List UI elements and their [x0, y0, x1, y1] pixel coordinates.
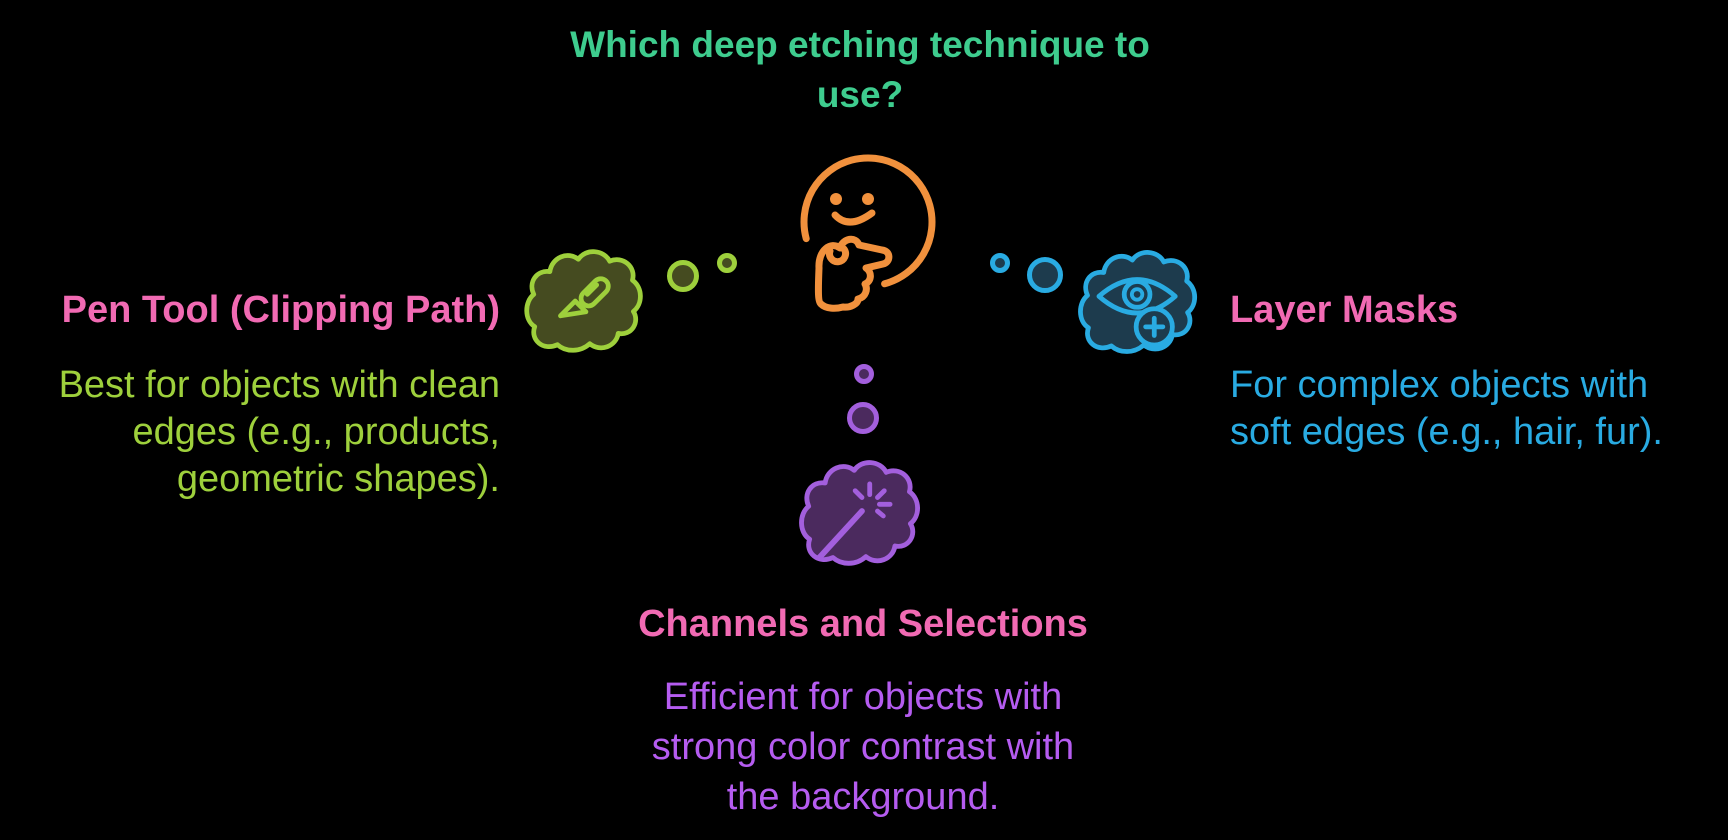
layer-masks-body-line: For complex objects with — [1230, 364, 1649, 406]
channels-body-line: strong color contrast with — [651, 726, 1075, 768]
thought-trail-bubble-green-small — [717, 253, 737, 273]
channels-body-line: the background. — [726, 776, 1000, 818]
layer-masks-body-line: soft edges (e.g., hair, fur). — [1230, 411, 1663, 453]
pen-tool-body-line: geometric shapes). — [176, 458, 500, 500]
face-frown — [831, 209, 876, 226]
channels-body-line: Efficient for objects with — [663, 676, 1063, 718]
title-line-2: use? — [816, 74, 904, 115]
thought-trail-bubble-purple-small — [854, 364, 874, 384]
thinking-face-icon — [800, 154, 936, 312]
layer-masks-thought-cloud — [1078, 250, 1198, 354]
thought-trail-bubble-purple-medium — [847, 402, 879, 434]
pen-tool-heading: Pen Tool (Clipping Path) — [61, 289, 500, 331]
thought-trail-bubble-blue-small — [990, 253, 1010, 273]
branch-layer-masks: Layer Masks For complex objects with sof… — [1230, 288, 1710, 456]
face-outline — [800, 154, 936, 288]
pen-tool-body-line: edges (e.g., products, — [132, 411, 500, 453]
utility-knife-icon — [558, 276, 611, 319]
channels-heading: Channels and Selections — [638, 603, 1088, 645]
branch-pen-tool: Pen Tool (Clipping Path) Best for object… — [0, 288, 500, 503]
title-line-1: Which deep etching technique to — [570, 24, 1150, 65]
page-title: Which deep etching technique to use? — [560, 20, 1160, 120]
thought-trail-bubble-green-medium — [667, 260, 699, 292]
layer-masks-heading: Layer Masks — [1230, 289, 1459, 331]
magic-wand-icon — [816, 481, 893, 561]
pen-tool-body-line: Best for objects with clean — [58, 364, 500, 406]
face-right-eye — [862, 193, 874, 205]
channels-thought-cloud — [799, 460, 920, 566]
thumb-curl — [826, 245, 850, 266]
branch-channels: Channels and Selections Efficient for ob… — [563, 602, 1163, 822]
face-left-eye — [830, 193, 842, 205]
thought-trail-bubble-blue-medium — [1027, 257, 1063, 293]
thinking-hand — [814, 235, 893, 312]
eye-add-mask-icon — [1096, 277, 1178, 348]
pen-tool-thought-cloud — [524, 249, 643, 353]
